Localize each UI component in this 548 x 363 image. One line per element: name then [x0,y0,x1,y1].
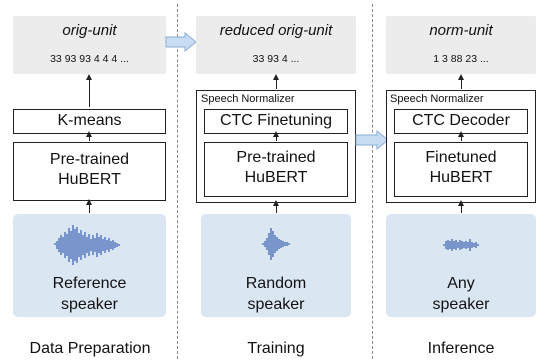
arrow-up [458,131,464,141]
speech-normalizer-container: Speech Normalizer CTC Decoder Finetuned … [386,90,536,203]
speech-normalizer-container: Speech Normalizer CTC Finetuning Pre-tra… [196,90,356,203]
orig-unit-box: orig-unit 33 93 93 4 4 4 ... [13,16,166,74]
waveform-icon [262,228,290,260]
hubert-line2: HuBERT [58,171,121,188]
arrow-up [273,200,279,213]
arrow-up [86,131,92,141]
orig-unit-title: orig-unit [62,22,117,39]
arrow-up [86,74,92,107]
pretrained-hubert-box: Pre-trained HuBERT [13,142,166,201]
norm-unit-sequence: 1 3 88 23 ... [433,53,489,65]
arrow-up [86,199,92,213]
finetuned-hubert-box: Finetuned HuBERT [394,142,528,197]
section-label-inference: Inference [427,340,495,357]
ctc-decoder-label: CTC Decoder [412,112,510,129]
ctc-finetuning-label: CTC Finetuning [219,112,333,129]
ctc-decoder-box: CTC Decoder [394,109,528,134]
hubert-line2: HuBERT [429,169,493,186]
reference-speaker-panel: Reference speaker [13,214,166,317]
hubert-line2: HuBERT [244,169,308,186]
waveform-icon [443,239,479,251]
reduced-orig-unit-sequence: 33 93 4 ... [252,53,300,65]
speaker-line2: speaker [61,296,118,313]
speaker-line1: Any [447,275,475,292]
kmeans-label: K-means [57,112,122,129]
hubert-line1: Pre-trained [49,151,130,168]
ctc-finetuning-box: CTC Finetuning [204,109,348,134]
speech-normalizer-label: Speech Normalizer [201,93,295,105]
norm-unit-box: norm-unit 1 3 88 23 ... [386,16,536,74]
kmeans-box: K-means [13,109,166,134]
reduced-orig-unit-box: reduced orig-unit 33 93 4 ... [196,16,356,74]
reduced-orig-unit-title: reduced orig-unit [219,22,333,39]
flow-arrow-icon [165,32,197,52]
random-speaker-panel: Random speaker [201,214,351,317]
waveform-icon [54,225,120,265]
hubert-line1: Finetuned [425,149,497,166]
speech-normalizer-label: Speech Normalizer [390,93,484,105]
section-label-training: Training [247,340,305,357]
section-label-data-preparation: Data Preparation [29,340,151,357]
divider-1 [177,4,178,359]
speaker-line1: Reference [52,275,127,292]
arrow-up [273,131,279,141]
arrow-up [458,74,464,89]
arrow-up [273,74,279,89]
pretrained-hubert-box: Pre-trained HuBERT [204,142,348,197]
orig-unit-sequence: 33 93 93 4 4 4 ... [50,53,129,65]
speaker-line2: speaker [432,296,490,313]
hubert-line1: Pre-trained [236,149,316,166]
arrow-up [458,200,464,213]
divider-2 [372,4,373,359]
any-speaker-panel: Any speaker [386,214,536,317]
speaker-line2: speaker [247,296,305,313]
flow-arrow-icon [355,130,389,150]
speaker-line1: Random [245,275,307,292]
norm-unit-title: norm-unit [429,22,493,39]
